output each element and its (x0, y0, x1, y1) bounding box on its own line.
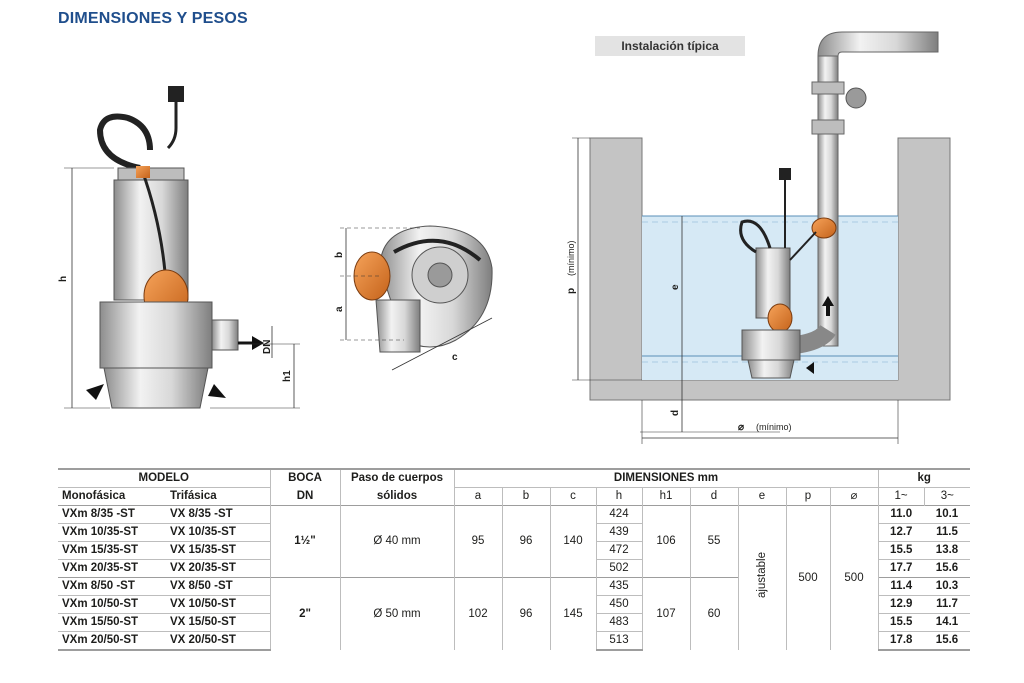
cell-paso: Ø 50 mm (339, 577, 454, 650)
th-kg: kg (877, 468, 970, 488)
table-row: VXm 10/35-ST VX 10/35-ST 439 12.7 11.5 (58, 523, 970, 542)
th-e: e (737, 487, 786, 506)
pump-top-view: b a c (334, 225, 493, 371)
label-h1: h1 (282, 370, 293, 382)
plug-icon (168, 86, 184, 102)
th-dn: DN (269, 487, 340, 506)
th-a: a (453, 487, 502, 506)
label-p: p (566, 288, 577, 294)
th-c: c (549, 487, 596, 506)
label-d: d (670, 410, 681, 416)
table-row: VXm 10/50-ST VX 10/50-ST 450 12.9 11.7 (58, 595, 970, 614)
label-dn: DN (262, 340, 273, 354)
cell-dn: 1½" (269, 505, 340, 578)
th-h1: h1 (641, 487, 690, 506)
page-title: DIMENSIONES Y PESOS (58, 10, 248, 27)
th-b: b (501, 487, 550, 506)
label-c: c (452, 352, 458, 363)
table-row: VXm 20/35-ST VX 20/35-ST 502 17.7 15.6 (58, 559, 970, 578)
label-diameter: ⌀ (738, 422, 744, 433)
th-trifasica: Trifásica (166, 487, 270, 506)
th-paso: Paso de cuerpos (339, 468, 454, 488)
th-kg1: 1~ (877, 487, 924, 506)
label-h: h (58, 276, 69, 282)
table-row: VXm 20/50-ST VX 20/50-ST 513 17.8 15.6 (58, 631, 970, 651)
cell-p: 500 (785, 505, 830, 650)
th-diam: ⌀ (829, 487, 878, 506)
th-solidos: sólidos (339, 487, 454, 506)
th-d: d (689, 487, 738, 506)
th-monofasica: Monofásica (58, 487, 166, 506)
cell-diam: 500 (829, 505, 878, 650)
th-h: h (595, 487, 642, 506)
cell-e: ajustable (737, 505, 786, 650)
table-row: VXm 8/35 -ST VX 8/35 -ST 1½" Ø 40 mm 95 … (58, 505, 970, 650)
table-row: VXm 15/35-ST VX 15/35-ST 472 15.5 13.8 (58, 541, 970, 560)
pump-side-view: h h1 DN (58, 86, 300, 409)
th-modelo: MODELO (58, 468, 270, 488)
label-diameter-minimo: (mínimo) (756, 422, 792, 432)
label-b: b (334, 252, 345, 258)
installation-title: Instalación típica (595, 36, 745, 56)
cell-paso: Ø 40 mm (339, 505, 454, 578)
dimensions-table: MODELO BOCA Paso de cuerpos DIMENSIONES … (58, 468, 970, 651)
label-p-minimo: (mínimo) (566, 240, 576, 276)
label-e: e (670, 284, 681, 290)
th-p: p (785, 487, 830, 506)
table-row: VXm 8/50 -ST VX 8/50 -ST 2" Ø 50 mm 102 … (58, 577, 970, 650)
th-kg3: 3~ (923, 487, 970, 506)
th-dimensiones: DIMENSIONES mm (453, 468, 878, 488)
th-boca: BOCA (269, 468, 340, 488)
label-a: a (334, 306, 345, 312)
table-row: VXm 15/50-ST VX 15/50-ST 483 15.5 14.1 (58, 613, 970, 632)
technical-drawings: h h1 DN b a c (58, 31, 951, 444)
installation-drawing: p (mínimo) e d ⌀ (mínimo) (566, 31, 951, 444)
cell-dn: 2" (269, 577, 340, 650)
